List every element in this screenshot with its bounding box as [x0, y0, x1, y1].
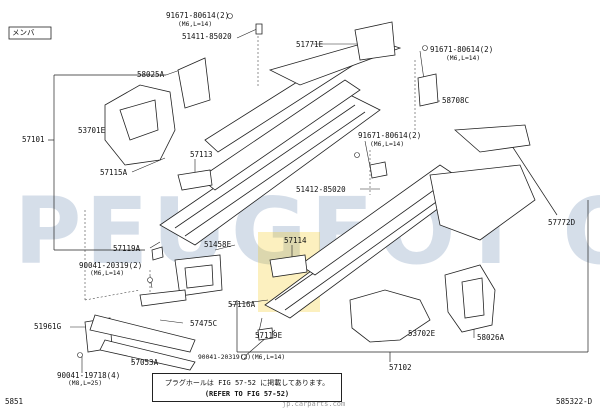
part-label-51411: 51411-85020: [182, 32, 232, 41]
section-tab-box: [8, 26, 52, 40]
diagram-code-left: 5851: [5, 397, 24, 406]
apron-left: [104, 57, 211, 166]
part-label-57102: 57102: [389, 363, 412, 372]
part-label-58708: 58708C: [442, 96, 470, 105]
part-label-57101: 57101: [22, 135, 45, 144]
part-label-57113: 57113: [190, 150, 213, 159]
part-label-90041-a: 90041-20319(2): [79, 261, 143, 270]
part-label-58025: 58025A: [137, 70, 165, 79]
part-label-53701: 53701E: [78, 126, 106, 135]
bracket-57102: [236, 200, 589, 362]
reference-note: プラグホールは FIG 57-52 に掲載してあります。 (REFER TO F…: [152, 373, 342, 402]
note-line-1: プラグホールは FIG 57-52 に掲載してあります。: [164, 379, 330, 387]
front-member-right: [264, 164, 471, 319]
part-label-57772: 57772D: [548, 218, 576, 227]
front-member-left: [159, 39, 402, 246]
part-label-51412: 51412-85020: [296, 185, 346, 194]
part-label-91671-a: 91671-80614(2): [166, 11, 230, 20]
part-label-90041-b: 90041-19718(4): [57, 371, 121, 380]
part-label-58026: 58026A: [477, 333, 505, 342]
bracket-57772: [511, 145, 558, 216]
brackets: [84, 21, 439, 371]
part-label-51458: 51458E: [204, 240, 232, 249]
part-spec-91671-b: (M6,L=14): [446, 55, 481, 62]
part-label-53702: 53702E: [408, 329, 436, 338]
part-label-57115: 57115A: [100, 168, 128, 177]
part-label-57475: 57475C: [190, 319, 218, 328]
apron-right: [349, 264, 496, 343]
part-spec-91671-c: (M6,L=14): [370, 141, 405, 148]
note-line-2: (REFER TO FIG 57-52): [204, 390, 290, 398]
part-label-90041-c: 90041-20319(2)(M6,L=14): [198, 354, 286, 361]
crossmember-right: [429, 124, 536, 241]
part-label-57053: 57053A: [131, 358, 159, 367]
part-label-51771: 51771E: [296, 40, 324, 49]
part-spec-91671-a: (M6,L=14): [178, 21, 213, 28]
part-spec-90041-b: (M8,L=25): [68, 380, 103, 387]
part-label-51961: 51961G: [34, 322, 62, 331]
part-label-91671-b: 91671-80614(2): [430, 45, 494, 54]
part-label-57114: 57114: [284, 236, 307, 245]
watermark-source: jp.carparts.com: [282, 400, 346, 408]
part-spec-90041-a: (M6,L=14): [90, 270, 125, 277]
section-tab-label: メンバ: [12, 28, 35, 37]
part-label-57116: 57116A: [228, 300, 256, 309]
part-label-57119a: 57119A: [113, 244, 141, 253]
part-label-91671-c: 91671-80614(2): [358, 131, 422, 140]
bolt-markers: [77, 13, 428, 360]
diagram-code-right: 585322-D: [556, 397, 593, 406]
bracket-57101: [48, 74, 166, 251]
part-label-57119b: 57119E: [255, 331, 283, 340]
